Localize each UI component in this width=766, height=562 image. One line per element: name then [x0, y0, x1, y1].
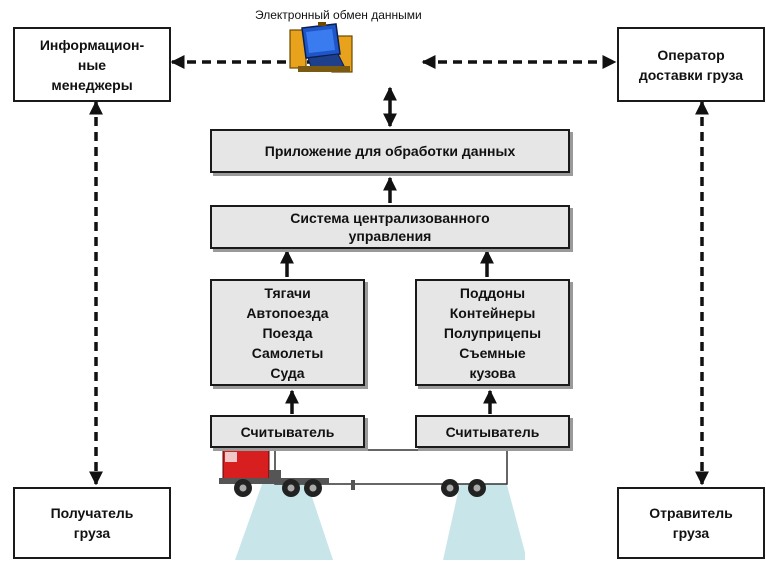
data-processing-app-label: Приложение для обработки данных — [264, 143, 516, 159]
reader-right-label: Считыватель — [445, 423, 540, 440]
vehicles-item: Тягачи — [264, 284, 311, 301]
computer-network-icon — [289, 22, 353, 73]
info-managers-line-1: Информацион- — [39, 36, 145, 53]
cargo-units-item: кузова — [469, 364, 516, 381]
vehicles-item: Поезда — [262, 324, 313, 341]
vehicles-box: Тягачи Автопоезда Поезда Самолеты Суда — [210, 279, 365, 386]
info-managers-box: Информацион- ные менеджеры — [13, 27, 171, 102]
sender-line-2: груза — [672, 525, 710, 541]
cargo-units-item: Съемные — [459, 344, 526, 361]
data-exchange-title: Электронный обмен данными — [255, 8, 422, 22]
sender-line-1: Отравитель — [649, 505, 733, 521]
reader-left-box: Считыватель — [210, 415, 365, 448]
delivery-operator-box: Оператор доставки груза — [617, 27, 765, 102]
recipient-line-1: Получатель — [50, 505, 134, 521]
cargo-units-item: Поддоны — [459, 284, 526, 301]
recipient-box: Получатель груза — [13, 487, 171, 559]
truck-icon — [219, 449, 525, 560]
central-management-line-2: управления — [348, 228, 432, 244]
vehicles-item: Самолеты — [251, 344, 324, 361]
info-managers-line-2: ные — [77, 56, 107, 73]
vehicles-item: Автопоезда — [246, 304, 329, 321]
central-management-line-1: Система централизованного — [290, 210, 490, 226]
cargo-units-box: Поддоны Контейнеры Полуприцепы Съемные к… — [415, 279, 570, 386]
vehicles-item: Суда — [270, 364, 305, 381]
reader-right-box: Считыватель — [415, 415, 570, 448]
data-processing-app-box: Приложение для обработки данных — [210, 129, 570, 173]
delivery-operator-line-1: Оператор — [657, 46, 725, 63]
reader-left-label: Считыватель — [240, 423, 335, 440]
info-managers-line-3: менеджеры — [51, 76, 133, 93]
cargo-units-item: Контейнеры — [449, 304, 536, 321]
central-management-box: Система централизованного управления — [210, 205, 570, 249]
rfid-beam-icon — [443, 470, 525, 560]
cargo-units-item: Полуприцепы — [443, 324, 542, 341]
delivery-operator-line-2: доставки груза — [638, 66, 744, 83]
recipient-line-2: груза — [73, 525, 111, 541]
sender-box: Отравитель груза — [617, 487, 765, 559]
